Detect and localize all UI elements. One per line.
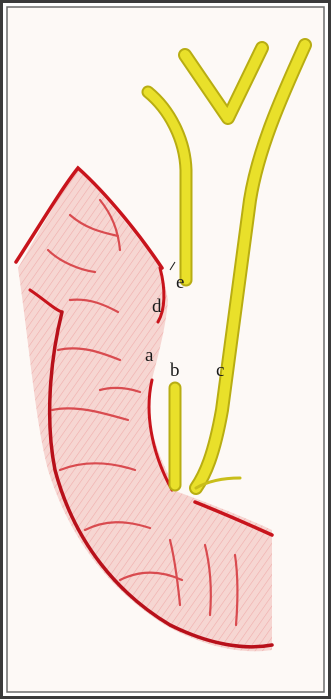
label-d: d (152, 296, 162, 317)
label-c: c (216, 360, 224, 381)
label-a: a (145, 345, 154, 366)
label-e: e (176, 272, 184, 293)
label-b: b (170, 360, 180, 381)
